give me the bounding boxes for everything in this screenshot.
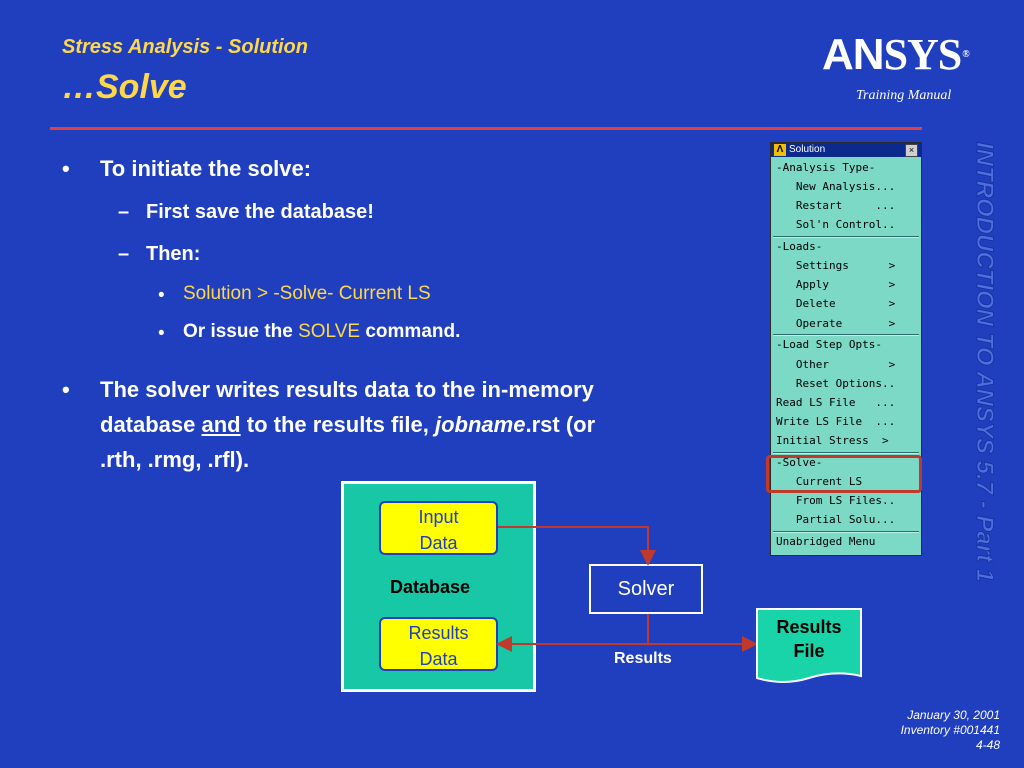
bullet-dot: •	[158, 285, 165, 306]
solver-box: Solver	[589, 564, 703, 614]
input-to-solver-arrow	[498, 526, 656, 566]
ansys-logo: ANSYS®	[822, 30, 1006, 80]
slide-subtitle: Stress Analysis - Solution	[62, 36, 308, 58]
menu-path-text: Solution > -Solve- Current LS	[183, 283, 431, 304]
menu-item-restart[interactable]: Restart ...	[776, 199, 896, 212]
footer-inventory: Inventory #001441	[900, 723, 1000, 737]
menu-separator	[773, 531, 919, 533]
footer-page-number: 4-48	[975, 738, 1000, 752]
menu-item-operate[interactable]: Operate >	[776, 317, 896, 330]
dash-marker: –	[118, 201, 130, 223]
slide-title: …Solve	[62, 68, 187, 106]
side-course-text: INTRODUCTION TO ANSYS 5.7 - Part 1	[971, 142, 998, 582]
database-label: Database	[390, 577, 471, 597]
results-data-box: Results Data	[379, 617, 498, 671]
menu-item-unabridged-menu[interactable]: Unabridged Menu	[776, 535, 876, 548]
title-divider	[50, 127, 922, 130]
logo-an: AN	[822, 30, 885, 79]
bullet-solver-writes: The solver writes results data to the in…	[100, 377, 596, 472]
close-icon[interactable]: ×	[905, 144, 918, 157]
results-flow-label: Results	[614, 650, 672, 667]
slide-footer: January 30, 2001 Inventory #001441 4-48	[901, 708, 1000, 753]
solve-command-text: Or issue the SOLVE command.	[183, 321, 461, 342]
menu-item-apply[interactable]: Apply >	[776, 278, 896, 291]
menu-item-delete[interactable]: Delete >	[776, 297, 896, 310]
menu-item-write-ls-file[interactable]: Write LS File ...	[776, 415, 896, 428]
menu-item-analysis-type[interactable]: -Analysis Type-	[776, 161, 876, 174]
menu-item-current-ls[interactable]: Current LS	[776, 475, 863, 488]
menu-item-loads[interactable]: -Loads-	[776, 240, 823, 253]
menu-item-settings[interactable]: Settings >	[776, 259, 896, 272]
results-file-label-2: File	[793, 641, 824, 661]
logo-registered: ®	[962, 49, 970, 60]
menu-item-partial-solu[interactable]: Partial Solu...	[776, 513, 896, 526]
menu-item-initial-stress[interactable]: Initial Stress >	[776, 434, 889, 447]
menu-item-load-step-opts[interactable]: -Load Step Opts-	[776, 338, 882, 351]
bullet-initiate-solve: To initiate the solve:	[100, 156, 312, 181]
solution-menu-panel: Λ Solution × -Analysis Type- New Analysi…	[770, 142, 922, 556]
solve-section-highlight	[766, 455, 922, 493]
solve-command-keyword: SOLVE	[298, 321, 361, 342]
ansys-menu-icon: Λ	[774, 144, 786, 156]
menu-item-other[interactable]: Other >	[776, 358, 896, 371]
bullet-dot: •	[158, 323, 165, 344]
menu-separator	[773, 334, 919, 336]
input-data-box: Input Data	[379, 501, 498, 555]
bullet-dot: •	[62, 377, 70, 402]
footer-date: January 30, 2001	[907, 708, 1000, 722]
menu-item-reset-options[interactable]: Reset Options..	[776, 377, 896, 390]
menu-item-new-analysis[interactable]: New Analysis...	[776, 180, 896, 193]
results-file-label-1: Results	[776, 617, 841, 637]
menu-item-read-ls-file[interactable]: Read LS File ...	[776, 396, 896, 409]
results-file-shape	[756, 608, 862, 683]
training-manual-label: Training Manual	[856, 88, 952, 103]
menu-separator	[773, 452, 919, 454]
subbullet-save-database: First save the database!	[146, 201, 374, 223]
logo-sys: SYS	[883, 30, 963, 79]
dash-marker: –	[118, 243, 130, 265]
menu-title-bar[interactable]: Λ Solution ×	[771, 143, 921, 157]
menu-item-from-ls-files[interactable]: From LS Files..	[776, 494, 896, 507]
menu-item-solve[interactable]: -Solve-	[776, 456, 823, 469]
menu-title: Solution	[789, 144, 826, 155]
side-course-title: INTRODUCTION TO ANSYS 5.7 - Part 1	[971, 142, 999, 583]
bullet-dot: •	[62, 156, 70, 181]
menu-item-soln-control[interactable]: Sol'n Control..	[776, 218, 896, 231]
subbullet-then: Then:	[146, 243, 201, 265]
menu-separator	[773, 236, 919, 238]
